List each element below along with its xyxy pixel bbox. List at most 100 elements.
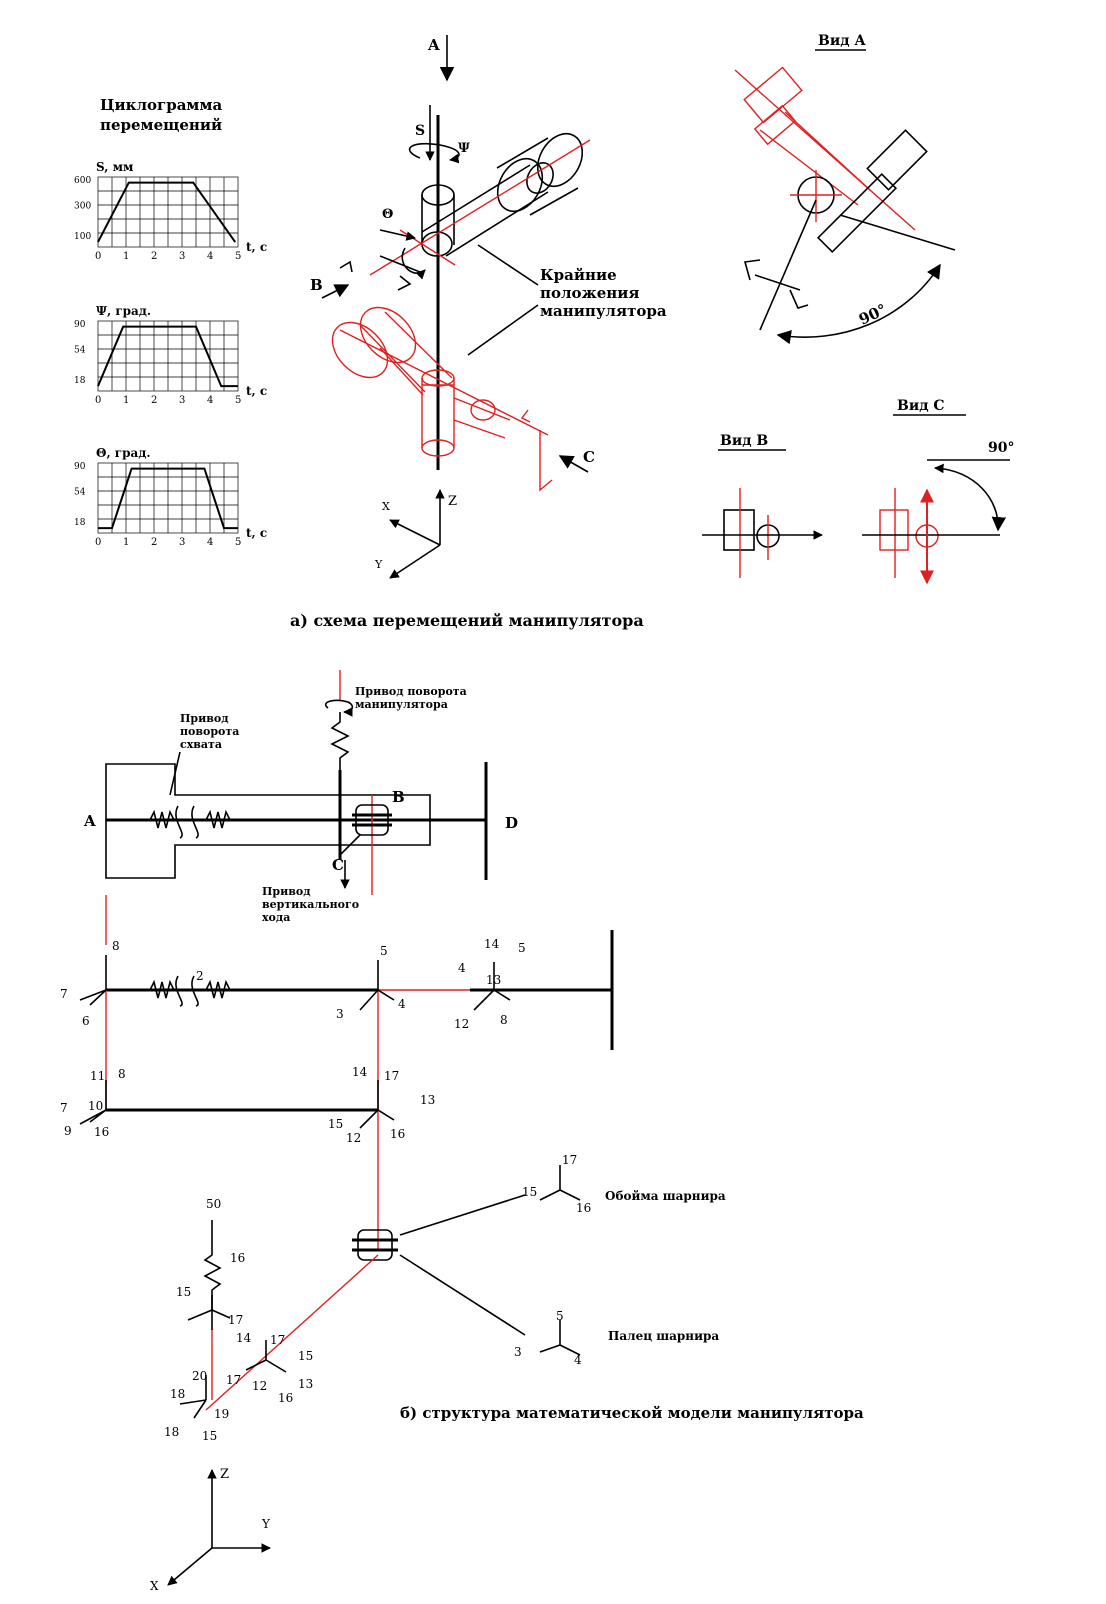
model-node-label: 18 xyxy=(170,1387,185,1401)
caption-b: б) структура математической модели манип… xyxy=(400,1404,864,1422)
drive-diagram: Привод поворота манипулятора Привод пово… xyxy=(83,670,518,924)
model-node-glyphs xyxy=(79,955,581,1356)
psi-rotation-arc xyxy=(408,142,460,164)
chart-ylabel: Ψ, град. xyxy=(96,304,151,318)
model-node-label: 12 xyxy=(252,1379,267,1393)
chart-xtick: 1 xyxy=(123,251,129,262)
model-node-label: 18 xyxy=(164,1425,179,1439)
cyclogram-title-line2: перемещений xyxy=(100,116,222,134)
model-node-label: 5 xyxy=(556,1309,564,1323)
arrow-b-label: B xyxy=(310,276,323,294)
arrow-c-label: C xyxy=(583,448,595,466)
chart-xtick: 1 xyxy=(123,395,129,406)
chart-ytick: 54 xyxy=(74,488,86,498)
vertical-joint xyxy=(352,795,392,895)
model-node-label: 5 xyxy=(380,944,388,958)
chart-ylabel: Θ, град. xyxy=(96,446,151,460)
model-node-label: 3 xyxy=(514,1345,522,1359)
drive-vertical-line2: вертикального xyxy=(262,898,359,911)
chart-ytick: 300 xyxy=(74,202,91,212)
drive-rotate-grip-line2: поворота xyxy=(180,725,239,738)
model-node-label: 14 xyxy=(484,937,500,951)
view-c-title: Вид С xyxy=(897,398,945,414)
model-node-label: 14 xyxy=(352,1065,368,1079)
model-node-label: 50 xyxy=(206,1197,221,1211)
model-node-label: 6 xyxy=(82,1014,90,1028)
arm-upper-position xyxy=(369,132,591,276)
model-node-label: 4 xyxy=(458,961,466,975)
model-node-label: 8 xyxy=(500,1013,508,1027)
arrow-b xyxy=(321,284,350,299)
chart-line xyxy=(97,325,238,388)
leader-hinge-outer xyxy=(399,1194,526,1236)
theta-label: Θ xyxy=(382,207,393,222)
chart-xtick: 4 xyxy=(207,251,213,262)
point-d-label: D xyxy=(505,814,518,832)
model-node-label: 16 xyxy=(94,1125,109,1139)
cyclogram-title-line1: Циклограмма xyxy=(100,96,222,114)
model-node-label: 16 xyxy=(278,1391,293,1405)
model-node-label: 20 xyxy=(192,1369,207,1383)
model-node-label: 5 xyxy=(518,941,526,955)
extreme-positions-line1: Крайние xyxy=(540,266,617,284)
chart-xtick: 5 xyxy=(235,251,241,262)
point-a-label: A xyxy=(83,812,96,830)
manipulator-scheme: A S Ψ Θ B Крайни xyxy=(310,35,667,579)
chart-ytick: 600 xyxy=(74,176,91,186)
chart-xtick: 1 xyxy=(123,537,129,548)
model-axis-z: Z xyxy=(220,1467,229,1482)
arm-lower-position xyxy=(331,306,549,457)
model-node-label: 15 xyxy=(202,1429,217,1443)
chart-xtick: 3 xyxy=(179,251,185,262)
point-b-label: B xyxy=(392,788,405,806)
chart-line xyxy=(98,467,238,530)
chart-xtick: 0 xyxy=(95,395,101,406)
chart-xtick: 3 xyxy=(179,537,185,548)
chart-xtick: 3 xyxy=(179,395,185,406)
leader-upper xyxy=(477,244,539,286)
cyclogram: Циклограмма перемещений S, мм 600 300 100 0 1… xyxy=(74,96,267,548)
model-node-label: 17 xyxy=(562,1153,577,1167)
model-node-label: 15 xyxy=(328,1117,343,1131)
scheme-axes: Z X Y xyxy=(374,489,457,579)
model-node-label: 17 xyxy=(270,1333,285,1347)
chart-xtick: 2 xyxy=(151,395,157,406)
drive-rotate-grip-line3: схвата xyxy=(180,738,222,751)
extreme-positions-line3: манипулятора xyxy=(540,302,667,320)
drive-vertical-line1: Привод xyxy=(262,885,311,898)
caption-a: а) схема перемещений манипулятора xyxy=(290,611,644,630)
model-axis-x: X xyxy=(150,1579,159,1593)
view-a: Вид А 90° xyxy=(734,33,956,345)
chart-ylabel: S, мм xyxy=(96,160,134,174)
drive-vertical-line3: хода xyxy=(262,911,290,924)
view-c: Вид С 90° xyxy=(862,398,1014,585)
model-node-label: 8 xyxy=(118,1067,126,1081)
view-a-angle-arc xyxy=(776,263,941,345)
model-node-label: 16 xyxy=(390,1127,405,1141)
chart-xlabel: t, c xyxy=(246,526,267,540)
chart-xtick: 4 xyxy=(207,537,213,548)
model-axis-y: Y xyxy=(261,1517,271,1531)
model-node-label: 16 xyxy=(230,1251,245,1265)
axis-x-label: X xyxy=(382,500,390,513)
model-node-label: 15 xyxy=(298,1349,313,1363)
chart-ytick: 18 xyxy=(74,518,86,528)
drive-rotate-manip-line1: Привод поворота xyxy=(355,685,467,698)
model-node-label: 4 xyxy=(574,1353,582,1367)
axis-y-label: Y xyxy=(374,558,383,571)
hinge-pin-label: Палец шарнира xyxy=(608,1329,719,1343)
model-node-label: 7 xyxy=(60,987,68,1001)
leader-hinge-pin xyxy=(399,1254,526,1336)
model-node-label: 9 xyxy=(64,1124,72,1138)
model-axes: Z Y X xyxy=(150,1467,271,1593)
chart-xlabel: t, c xyxy=(246,384,267,398)
model-node-label: 11 xyxy=(90,1069,105,1083)
model-node-label: 13 xyxy=(486,973,501,987)
axis-z-label: Z xyxy=(448,494,457,509)
chart-ytick: 100 xyxy=(74,232,91,242)
chart-ytick: 90 xyxy=(74,320,86,330)
